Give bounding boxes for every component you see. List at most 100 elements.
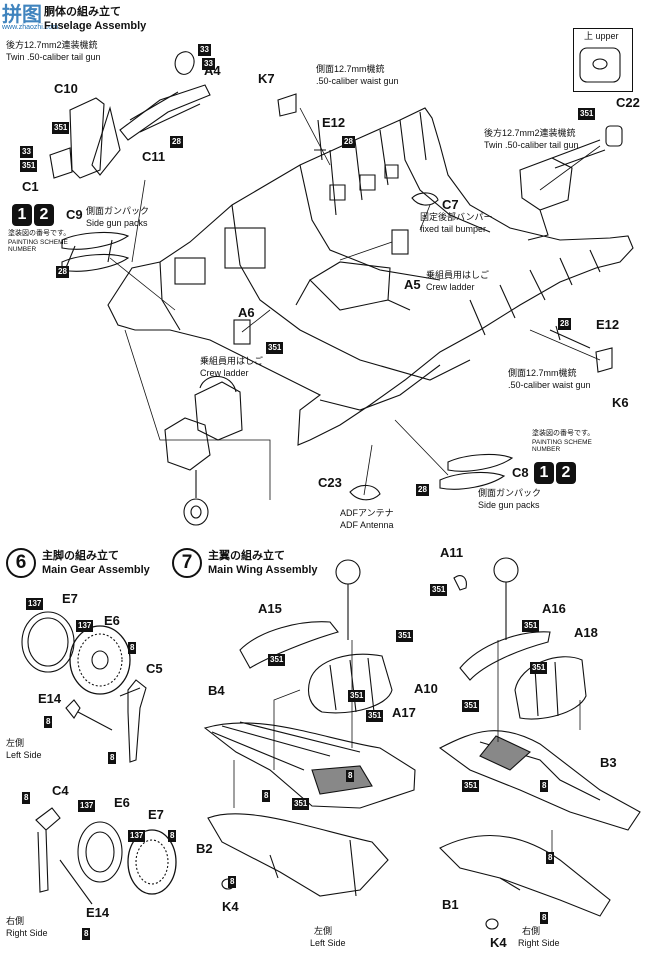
part-a17: A17 (392, 705, 416, 720)
part-a10: A10 (414, 681, 438, 696)
part-a5: A5 (404, 277, 421, 292)
part-c8: C8 (512, 465, 529, 480)
side-packs-jp-left: 側面ガンパック (86, 206, 150, 216)
step7-title-en: Main Wing Assembly (208, 564, 318, 576)
paint-351-b3: 351 (462, 780, 480, 792)
wing-right-en: Right Side (518, 938, 560, 948)
part-k4-right: K4 (490, 935, 507, 950)
paint-8-tire-right: 8 (168, 830, 177, 842)
waist-gun-en-top: .50-caliber waist gun (316, 76, 399, 86)
part-c4: C4 (52, 783, 69, 798)
upper-inset (573, 28, 633, 92)
fuselage-drawing (49, 51, 634, 526)
paint-351-a15: 351 (268, 654, 286, 666)
side-packs-jp-right: 側面ガンパック (478, 488, 542, 498)
part-b1: B1 (442, 897, 459, 912)
part-a16: A16 (542, 601, 566, 616)
right-wing-drawing (438, 557, 641, 930)
adf-en: ADF Antenna (340, 520, 394, 530)
part-b3: B3 (600, 755, 617, 770)
scheme-note-jp-left: 塗装図の番号です。 (8, 230, 71, 237)
scheme-badge-right: 1 2 (534, 462, 576, 484)
crew-ladder-jp-right: 乗組員用はしご (426, 270, 490, 280)
step6-title-en: Main Gear Assembly (42, 564, 150, 576)
paint-137-e6-right: 137 (78, 800, 96, 812)
crew-ladder-en-right: Crew ladder (426, 282, 475, 292)
paint-351-a18: 351 (530, 662, 548, 674)
tail-bumper-jp: 固定後部バンパー (420, 212, 493, 222)
paint-8-wing-right: 8 (540, 780, 549, 792)
scheme-note-jp-right: 塗装図の番号です。 (532, 430, 595, 437)
paint-351-a16: 351 (522, 620, 540, 632)
paint-8-b4: 8 (262, 790, 271, 802)
paint-8-e14-left: 8 (44, 716, 53, 728)
part-e12-right: E12 (596, 317, 620, 332)
part-c10: C10 (54, 81, 78, 96)
gear-left-en: Left Side (6, 750, 42, 760)
paint-8-tire-left: 8 (128, 642, 137, 654)
part-k7: K7 (258, 71, 275, 86)
paint-28-e12-top: 28 (342, 136, 355, 148)
wing-left-jp: 左側 (314, 926, 333, 936)
paint-33-b: 33 (202, 58, 215, 70)
paint-8-b2: 8 (228, 876, 237, 888)
scheme-number-1-right: 1 (534, 462, 554, 484)
watermark-logo: 拼图 (2, 4, 42, 26)
paint-28-e12-right: 28 (558, 318, 571, 330)
part-c22: C22 (616, 95, 640, 110)
part-a15: A15 (258, 601, 282, 616)
part-a6: A6 (238, 305, 255, 320)
part-a11: A11 (440, 545, 464, 560)
paint-28-c11: 28 (170, 136, 183, 148)
paint-351-a11: 351 (430, 584, 448, 596)
paint-137-e7-left: 137 (26, 598, 44, 610)
scheme-note-en-right: PAINTING SCHEME NUMBER (532, 439, 592, 454)
paint-137-e6-left: 137 (76, 620, 94, 632)
paint-8-b1: 8 (540, 912, 549, 924)
part-c1: C1 (22, 179, 39, 194)
scheme-badge-left: 1 2 (12, 204, 54, 226)
part-e14-left: E14 (38, 691, 62, 706)
step6-title-jp: 主脚の組み立て (42, 550, 119, 562)
gear-right-en: Right Side (6, 928, 48, 938)
gear-left-jp: 左側 (6, 738, 25, 748)
paint-351-a10: 351 (396, 630, 414, 642)
part-e7-left: E7 (62, 591, 78, 606)
part-e6-right: E6 (114, 795, 130, 810)
step7-title-jp: 主翼の組み立て (208, 550, 285, 562)
paint-351-c22: 351 (578, 108, 596, 120)
part-b4: B4 (208, 683, 225, 698)
waist-gun-en-right: .50-caliber waist gun (508, 380, 591, 390)
tail-gun-label-en: Twin .50-caliber tail gun (6, 52, 101, 62)
upper-orientation-icon (579, 47, 621, 83)
scheme-number-1: 1 (12, 204, 32, 226)
waist-gun-jp-top: 側面12.7mm機銃 (316, 64, 385, 74)
paint-351-b4: 351 (292, 798, 310, 810)
paint-8-b3: 8 (546, 852, 555, 864)
paint-351-a17-b: 351 (366, 710, 384, 722)
step5-title-jp: 胴体の組み立て (44, 6, 121, 18)
part-a18: A18 (574, 625, 598, 640)
paint-33-c1: 33 (20, 146, 33, 158)
part-c5: C5 (146, 661, 163, 676)
paint-28-c9: 28 (56, 266, 69, 278)
part-c7: C7 (442, 197, 459, 212)
tail-gun-jp-right: 後方12.7mm2連装機銃 (484, 128, 576, 138)
side-packs-en-left: Side gun packs (86, 218, 148, 228)
gear-right-jp: 右側 (6, 916, 25, 926)
main-gear-drawing (21, 611, 177, 905)
crew-ladder-jp-left: 乗組員用はしご (200, 356, 264, 366)
step7-number: 7 (172, 548, 202, 578)
paint-351-c10: 351 (52, 122, 70, 134)
paint-8-strut-left: 8 (108, 752, 117, 764)
paint-28-c8: 28 (416, 484, 429, 496)
adf-jp: ADFアンテナ (340, 508, 394, 518)
part-c23: C23 (318, 475, 342, 490)
waist-gun-jp-right: 側面12.7mm機銃 (508, 368, 577, 378)
paint-351-a17: 351 (348, 690, 366, 702)
paint-351-a6: 351 (266, 342, 284, 354)
paint-351-a16-b: 351 (462, 700, 480, 712)
left-wing-drawing (203, 559, 416, 897)
